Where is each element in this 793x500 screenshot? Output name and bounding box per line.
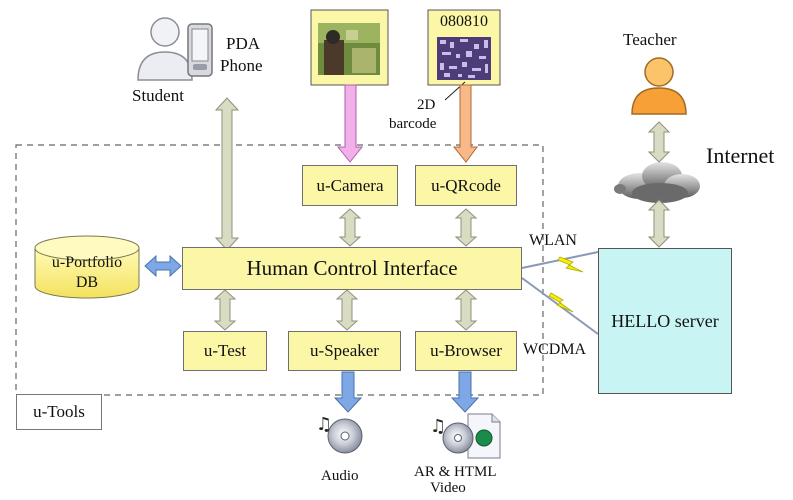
hello-server-box: HELLO server [598, 248, 732, 394]
arrow-speaker-audio [333, 371, 363, 413]
pda-phone-icon [187, 23, 213, 77]
u-tools-label: u-Tools [16, 394, 102, 430]
arrow-hci-speaker [335, 289, 359, 331]
teacher-label: Teacher [623, 30, 677, 49]
arrow-teacher-cloud [647, 121, 671, 163]
student-icon [137, 17, 193, 81]
u-tools-boundary [15, 144, 544, 396]
u-test-box: u-Test [183, 331, 267, 371]
arrow-browser-video [450, 371, 480, 413]
student-label: Student [132, 86, 184, 105]
svg-text:♫: ♫ [430, 416, 446, 437]
cloud-icon [614, 162, 700, 203]
arrow-photo-camera [336, 84, 364, 163]
pda-label: PDA [226, 34, 261, 53]
arrow-cloud-server [647, 199, 671, 248]
wcdma-label: WCDMA [523, 341, 587, 358]
u-qrcode-box: u-QRcode [415, 165, 517, 206]
arrow-portfolio-hci [144, 254, 182, 278]
teacher-icon [631, 57, 687, 115]
arrow-hci-test [213, 289, 237, 331]
qr-barcode-icon [427, 9, 501, 86]
video-file-icon: ♫ [430, 413, 501, 459]
arrow-qrcode-hci [454, 208, 478, 247]
portfolio-db-label: DB [75, 274, 99, 291]
u-speaker-box: u-Speaker [288, 331, 401, 371]
audio-label: Audio [321, 468, 359, 484]
arrow-student-hci [214, 97, 240, 251]
u-browser-box: u-Browser [415, 331, 517, 371]
internet-label: Internet [706, 143, 775, 168]
camera-photo-icon [310, 9, 389, 86]
arrow-hci-browser [454, 289, 478, 331]
hci-box: Human Control Interface [182, 247, 522, 290]
database-icon [34, 235, 140, 299]
barcode-word-label: barcode [389, 116, 437, 132]
lightning-icon [548, 292, 574, 313]
arrow-camera-hci [338, 208, 362, 247]
arrow-barcode-qrcode [452, 84, 478, 163]
lightning-icon [557, 256, 584, 273]
video-label: Video [430, 480, 466, 496]
barcode-number-label: 080810 [440, 13, 488, 30]
ar-html-label: AR & HTML [414, 464, 497, 480]
wlan-label: WLAN [529, 232, 577, 249]
barcode-2d-label: 2D [417, 97, 436, 113]
svg-text:♫: ♫ [316, 414, 332, 435]
portfolio-label: u-Portfolio [51, 254, 123, 271]
u-camera-box: u-Camera [302, 165, 398, 206]
phone-label: Phone [220, 56, 263, 75]
audio-cd-icon: ♫ [316, 414, 363, 454]
